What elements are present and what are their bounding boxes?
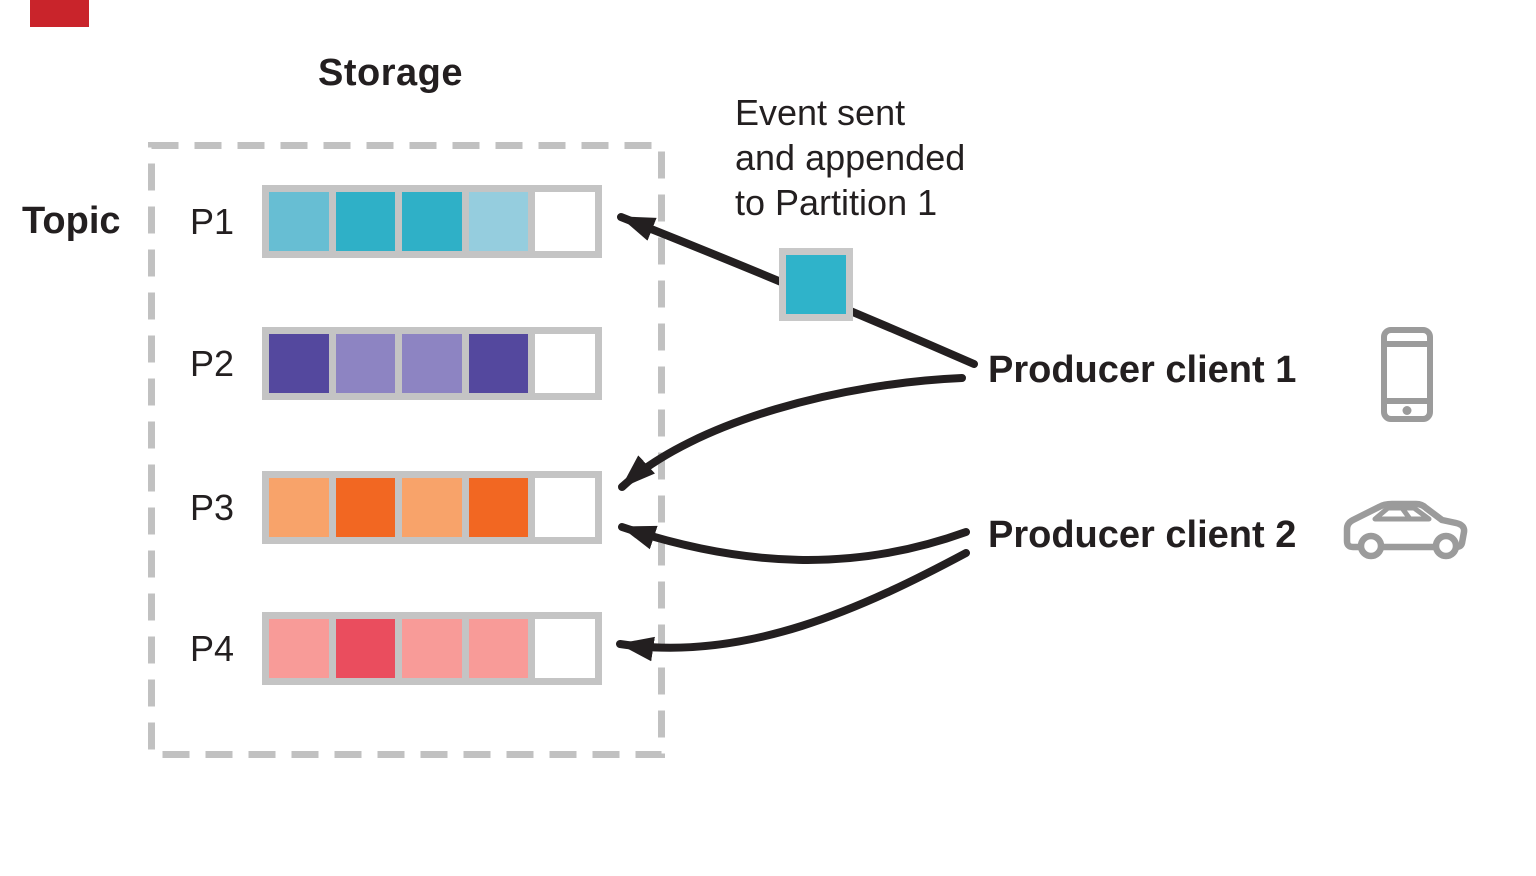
event-caption: Event sent and appended to Partition 1	[735, 90, 965, 225]
car-icon	[1343, 500, 1473, 565]
partition-cell	[535, 619, 595, 678]
partition-cell	[402, 619, 462, 678]
event-caption-line: Event sent	[735, 92, 906, 133]
arrow-producer1-to-p3	[618, 374, 966, 491]
storage-title: Storage	[318, 52, 463, 94]
partition-cell	[335, 619, 396, 678]
corner-marker	[30, 0, 89, 27]
arrow-producer2-to-p3	[618, 523, 970, 564]
partition-cell	[269, 619, 329, 678]
topic-label: Topic	[22, 200, 121, 242]
partition-cell	[468, 334, 529, 393]
event-square	[779, 248, 853, 321]
partition-row-p4	[262, 612, 602, 685]
partition-row-p2	[262, 327, 602, 400]
producer-1-label: Producer client 1	[988, 349, 1297, 391]
partition-cell	[468, 192, 529, 251]
partition-cell	[535, 478, 595, 537]
partition-label: P1	[190, 201, 235, 242]
partition-cell	[468, 478, 529, 537]
event-caption-line: and appended	[735, 137, 966, 178]
partition-cell	[402, 334, 462, 393]
partition-cell	[535, 192, 595, 251]
partition-label: P3	[190, 487, 235, 528]
producer-2-label: Producer client 2	[988, 514, 1297, 556]
arrow-producer2-to-p4	[616, 549, 970, 662]
partition-row-p1	[262, 185, 602, 258]
partition-cell	[335, 334, 396, 393]
partition-cell	[269, 334, 329, 393]
partition-cell	[468, 619, 529, 678]
partition-row-p3	[262, 471, 602, 544]
partition-label: P4	[190, 628, 235, 669]
partition-cell	[335, 192, 396, 251]
event-caption-line: to Partition 1	[735, 182, 938, 223]
partition-cell	[269, 192, 329, 251]
partition-cell	[335, 478, 396, 537]
partition-cell	[269, 478, 329, 537]
partition-cell	[402, 192, 462, 251]
partition-label: P2	[190, 343, 235, 384]
partition-cell	[535, 334, 595, 393]
partition-cell	[402, 478, 462, 537]
phone-icon	[1381, 327, 1433, 427]
